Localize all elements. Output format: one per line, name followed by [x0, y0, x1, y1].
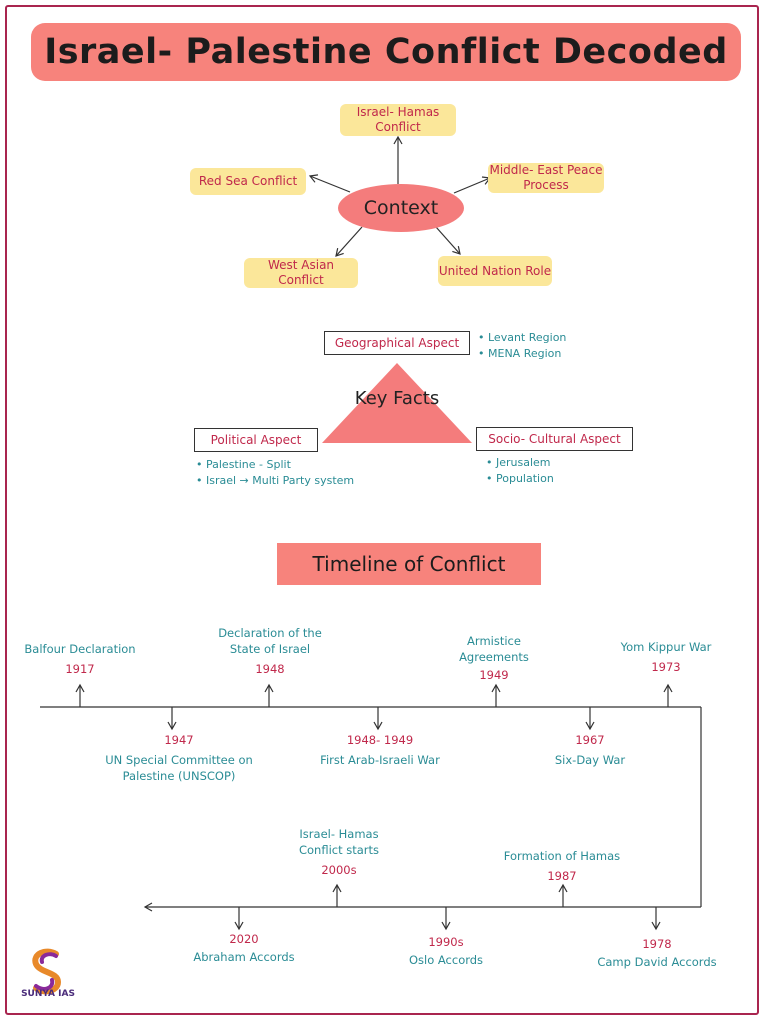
- context-red-sea: Red Sea Conflict: [190, 168, 306, 195]
- event-label: Oslo Accords: [408, 953, 484, 967]
- political-aspect-label: Political Aspect: [194, 428, 318, 452]
- timeline-event-israel-hamas: Israel- Hamas Conflict starts 2000s: [284, 826, 394, 878]
- timeline-event-abraham-accords: 2020 Abraham Accords: [186, 931, 302, 965]
- timeline-event-armistice: Armistice Agreements 1949: [452, 633, 536, 683]
- timeline-event-israel-state: Declaration of the State of Israel 1948: [205, 625, 335, 677]
- arrow-to-west-asian: [335, 226, 363, 257]
- bullet-item: Israel → Multi Party system: [196, 473, 354, 489]
- timeline-title: Timeline of Conflict: [277, 543, 541, 585]
- timeline-event-six-day-war: 1967 Six-Day War: [540, 732, 640, 768]
- event-label: Armistice Agreements: [459, 634, 529, 664]
- arrow-to-peace-process: [453, 176, 492, 194]
- context-un-role: United Nation Role: [438, 256, 552, 286]
- context-peace-process: Middle- East Peace Process: [488, 163, 604, 193]
- socio-cultural-aspect-label: Socio- Cultural Aspect: [476, 427, 633, 451]
- event-label: Camp David Accords: [597, 955, 717, 969]
- page-title: Israel- Palestine Conflict Decoded: [31, 23, 741, 81]
- event-year: 1978: [642, 937, 672, 951]
- bullet-item: MENA Region: [478, 346, 566, 362]
- geographical-aspect-label: Geographical Aspect: [324, 331, 470, 355]
- timeline-event-arab-israeli-war: 1948- 1949 First Arab-Israeli War: [302, 732, 458, 768]
- key-facts-label: Key Facts: [354, 388, 440, 409]
- brand-name: SUNYA IAS: [21, 989, 75, 999]
- arrow-to-red-sea: [308, 174, 351, 193]
- event-year: 1948- 1949: [346, 733, 414, 747]
- event-year: 1973: [651, 660, 681, 674]
- event-year: 2000s: [321, 863, 357, 877]
- bullet-item: Jerusalem: [486, 455, 554, 471]
- arrow-to-un-role: [435, 226, 461, 255]
- bullet-item: Levant Region: [478, 330, 566, 346]
- timeline-event-yom-kippur: Yom Kippur War 1973: [608, 639, 724, 675]
- event-label: First Arab-Israeli War: [320, 753, 440, 767]
- event-label: Yom Kippur War: [620, 640, 712, 654]
- bullet-item: Population: [486, 471, 554, 487]
- event-year: 1967: [575, 733, 605, 747]
- event-label: Abraham Accords: [193, 950, 295, 964]
- event-label: Israel- Hamas Conflict starts: [298, 827, 380, 857]
- context-west-asian: West Asian Conflict: [244, 258, 358, 288]
- socio-cultural-bullets: Jerusalem Population: [486, 455, 554, 487]
- timeline-event-unscop: 1947 UN Special Committee on Palestine (…: [96, 732, 262, 784]
- event-year: 1917: [65, 662, 95, 676]
- timeline-event-hamas-formation: Formation of Hamas 1987: [494, 848, 630, 884]
- event-year: 1947: [164, 733, 194, 747]
- event-label: Balfour Declaration: [24, 642, 136, 656]
- event-year: 1949: [479, 668, 509, 682]
- event-year: 2020: [229, 932, 259, 946]
- page-frame: [5, 5, 759, 1015]
- political-bullets: Palestine - Split Israel → Multi Party s…: [196, 457, 354, 489]
- key-facts-triangle: [322, 363, 472, 443]
- event-year: 1987: [547, 869, 577, 883]
- bullet-item: Palestine - Split: [196, 457, 354, 473]
- context-israel-hamas: Israel- Hamas Conflict: [340, 104, 456, 136]
- timeline-event-camp-david: 1978 Camp David Accords: [590, 936, 724, 970]
- geographical-bullets: Levant Region MENA Region: [478, 330, 566, 362]
- timeline-event-balfour: Balfour Declaration 1917: [20, 641, 140, 677]
- event-label: Formation of Hamas: [503, 849, 621, 863]
- event-label: Six-Day War: [554, 753, 626, 767]
- event-year: 1990s: [428, 935, 464, 949]
- event-label: Declaration of the State of Israel: [218, 626, 322, 656]
- sunya-logo-icon: [32, 948, 62, 995]
- timeline-event-oslo-accords: 1990s Oslo Accords: [396, 934, 496, 968]
- context-node: Context: [338, 184, 464, 232]
- event-year: 1948: [255, 662, 285, 676]
- event-label: UN Special Committee on Palestine (UNSCO…: [105, 753, 253, 783]
